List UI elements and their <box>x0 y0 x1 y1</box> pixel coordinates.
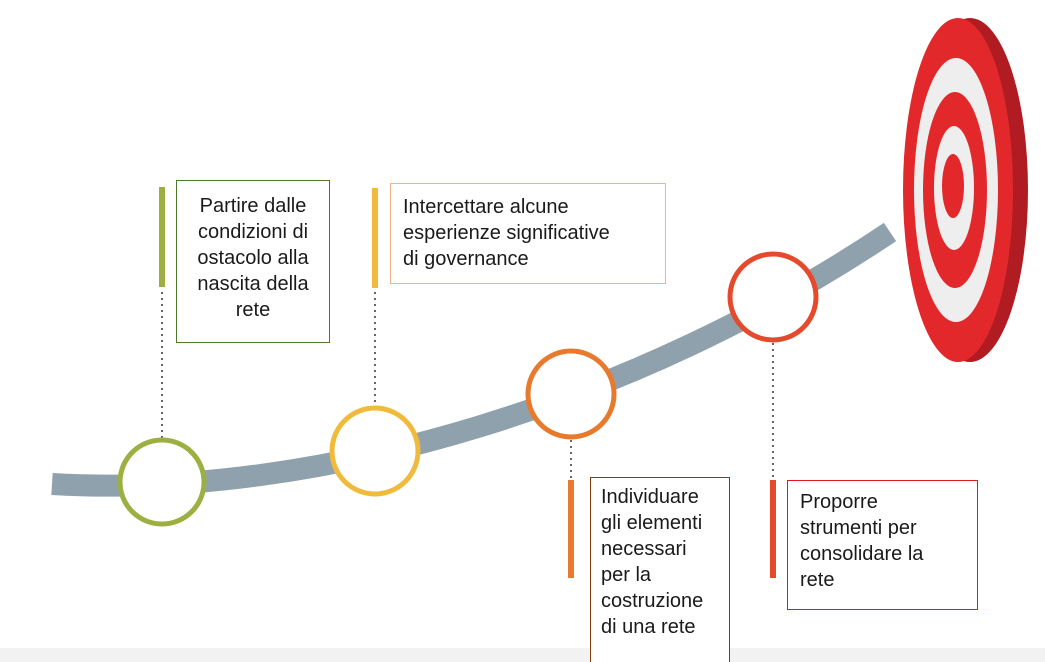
step-3-accent-bar <box>568 480 574 578</box>
step-4-label: Proporre strumenti per consolidare la re… <box>800 491 924 591</box>
target-icon <box>903 18 1028 362</box>
bottom-band <box>0 648 1045 662</box>
step-1-label: Partire dalle condizioni di ostacolo all… <box>197 195 309 321</box>
step-4-box: Proporre strumenti per consolidare la re… <box>787 480 978 610</box>
step-3-label: Individuare gli elementi necessari per l… <box>601 486 704 638</box>
step-2-node <box>329 405 421 497</box>
step-2-label: Intercettare alcune esperienze significa… <box>403 196 610 270</box>
step-1-box: Partire dalle condizioni di ostacolo all… <box>176 180 330 343</box>
step-1-marker <box>117 187 207 527</box>
step-3-marker <box>525 348 617 578</box>
step-1-accent-bar <box>159 187 165 287</box>
step-4-accent-bar <box>770 480 776 578</box>
step-2-accent-bar <box>372 188 378 288</box>
step-3-box: Individuare gli elementi necessari per l… <box>590 477 730 662</box>
step-2-box: Intercettare alcune esperienze significa… <box>390 183 666 284</box>
step-4-marker <box>727 251 819 578</box>
step-1-node <box>117 437 207 527</box>
step-3-node <box>525 348 617 440</box>
step-2-marker <box>329 188 421 497</box>
step-4-node <box>727 251 819 343</box>
